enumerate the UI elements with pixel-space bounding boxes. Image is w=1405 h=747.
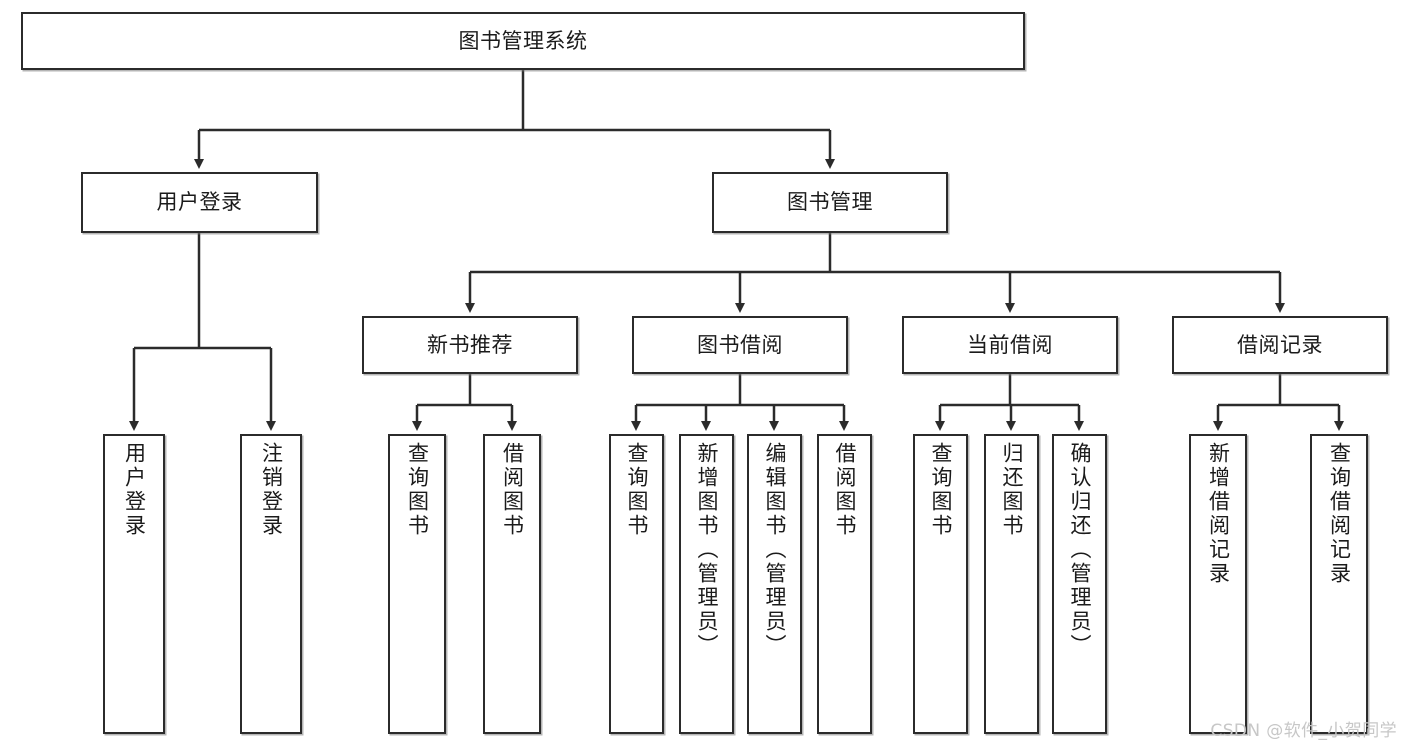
node-label: 新书推荐: [427, 332, 513, 357]
node-label: 用户登录: [122, 442, 147, 538]
node-borrow-record[interactable]: 借阅记录: [1172, 316, 1388, 374]
node-leaf-edit-book-admin[interactable]: 编辑图书（管理员）: [747, 434, 802, 734]
node-book-management[interactable]: 图书管理: [712, 172, 948, 233]
node-label: 编辑图书（管理员）: [763, 442, 787, 658]
node-label: 归还图书: [1000, 442, 1024, 538]
node-book-borrow[interactable]: 图书借阅: [632, 316, 848, 374]
node-leaf-logout[interactable]: 注销登录: [240, 434, 302, 734]
node-label: 借阅图书: [500, 442, 525, 538]
csdn-watermark: CSDN @软件_小贺同学: [1210, 721, 1397, 741]
node-leaf-return-book[interactable]: 归还图书: [984, 434, 1039, 734]
node-leaf-query-book-2[interactable]: 查询图书: [609, 434, 664, 734]
node-leaf-add-borrow-record[interactable]: 新增借阅记录: [1189, 434, 1247, 734]
node-label: 图书管理系统: [458, 28, 588, 53]
node-leaf-borrow-book-2[interactable]: 借阅图书: [817, 434, 872, 734]
node-root-system[interactable]: 图书管理系统: [21, 12, 1025, 70]
node-label: 查询图书: [625, 442, 649, 538]
node-leaf-add-book-admin[interactable]: 新增图书（管理员）: [679, 434, 734, 734]
node-label: 确认归还（管理员）: [1068, 442, 1092, 658]
node-leaf-query-book-3[interactable]: 查询图书: [913, 434, 968, 734]
node-label: 新增借阅记录: [1206, 442, 1231, 586]
node-leaf-borrow-book-1[interactable]: 借阅图书: [483, 434, 541, 734]
node-label: 借阅记录: [1237, 332, 1323, 357]
node-new-book-recommend[interactable]: 新书推荐: [362, 316, 578, 374]
node-label: 图书借阅: [697, 332, 783, 357]
node-label: 注销登录: [259, 442, 284, 538]
node-label: 查询图书: [929, 442, 953, 538]
node-label: 查询图书: [405, 442, 430, 538]
node-current-borrow[interactable]: 当前借阅: [902, 316, 1118, 374]
node-label: 查询借阅记录: [1327, 442, 1352, 586]
node-label: 图书管理: [787, 190, 873, 215]
node-leaf-user-login[interactable]: 用户登录: [103, 434, 165, 734]
node-label: 新增图书（管理员）: [695, 442, 719, 658]
node-leaf-query-book-1[interactable]: 查询图书: [388, 434, 446, 734]
node-leaf-confirm-return-admin[interactable]: 确认归还（管理员）: [1052, 434, 1107, 734]
node-user-login[interactable]: 用户登录: [81, 172, 318, 233]
node-label: 当前借阅: [967, 332, 1053, 357]
node-label: 用户登录: [156, 190, 243, 215]
node-label: 借阅图书: [833, 442, 857, 538]
node-leaf-query-borrow-record[interactable]: 查询借阅记录: [1310, 434, 1368, 734]
